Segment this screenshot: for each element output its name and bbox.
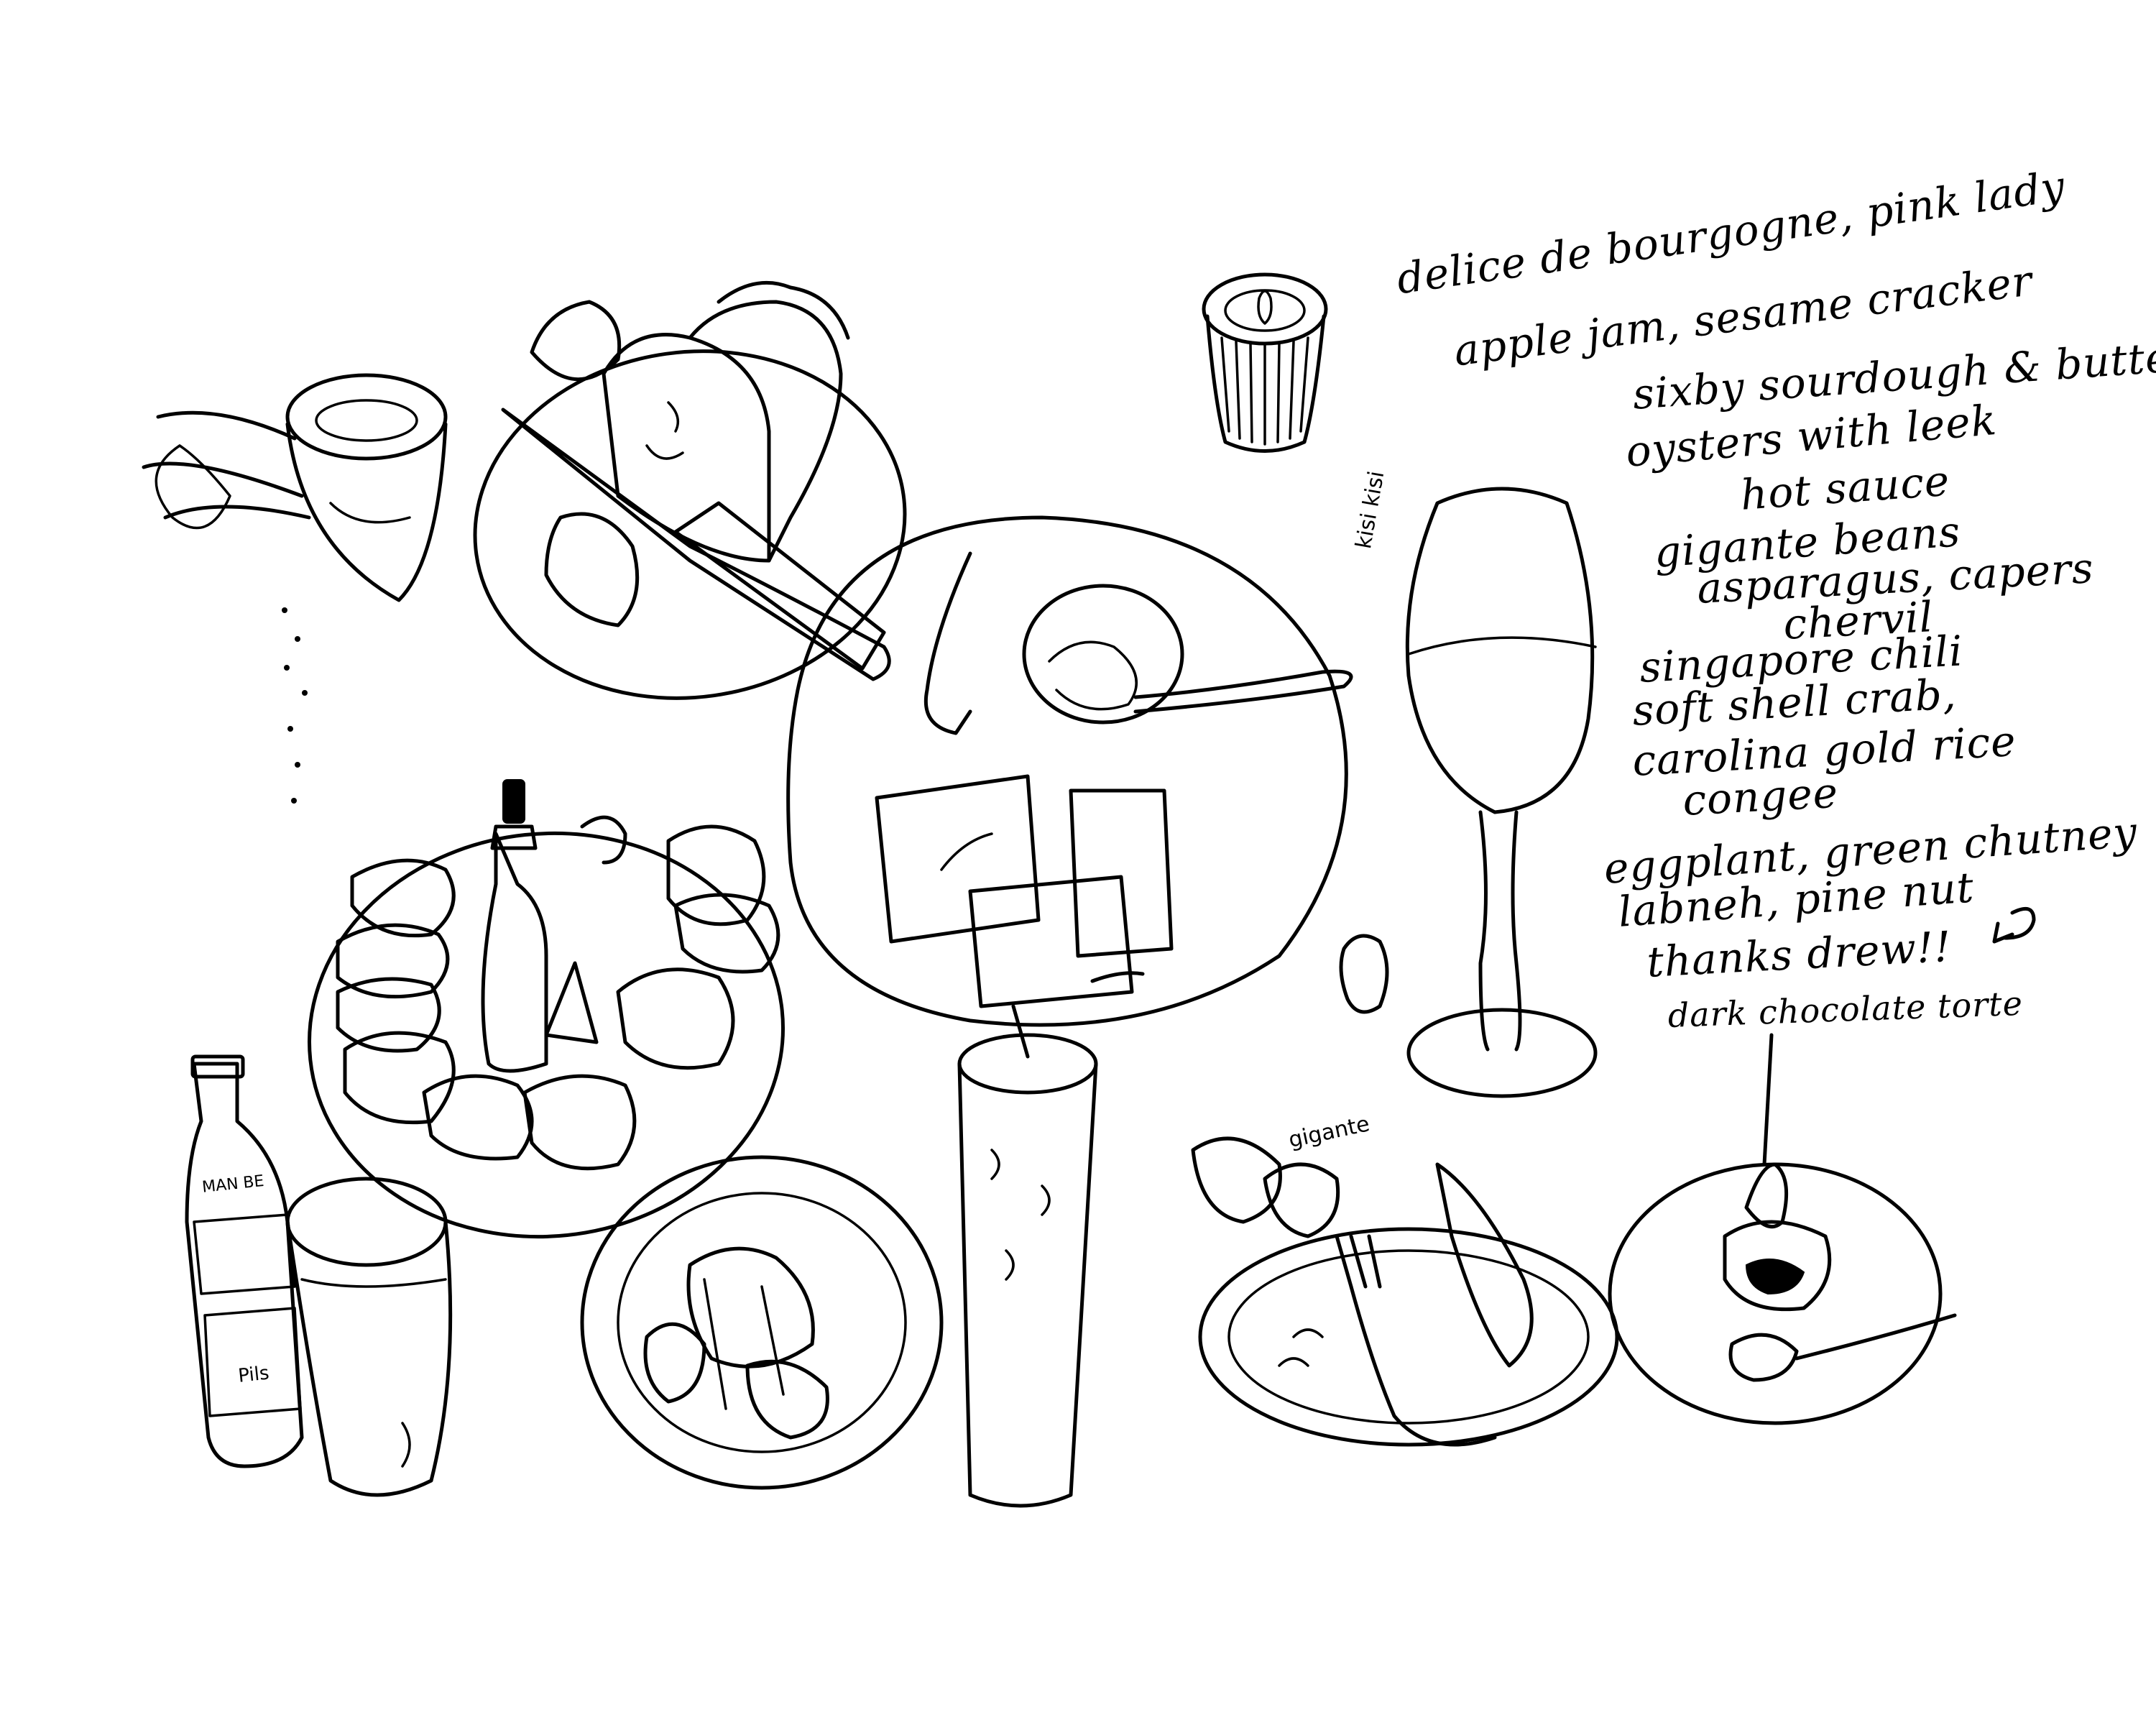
wine-glass-icon [1405,487,1598,1098]
candle-icon [1202,272,1328,453]
bread-plate-icon [473,280,907,700]
utensils-icon [142,410,311,530]
beer-glass-icon [285,1177,453,1497]
eggplant-plate-icon [1191,1136,1619,1447]
cup-icon [285,373,448,602]
oyster-platter-icon [308,779,785,1239]
crab-plate-icon [580,1155,944,1490]
cheese-plate-icon [786,515,1353,1027]
bean-icon [1339,934,1389,1014]
tall-glass-icon [957,1004,1098,1508]
dessert-plate-icon [1608,1033,1957,1425]
arrow-icon [1992,906,2036,944]
beer-bottle-icon [185,1054,304,1468]
